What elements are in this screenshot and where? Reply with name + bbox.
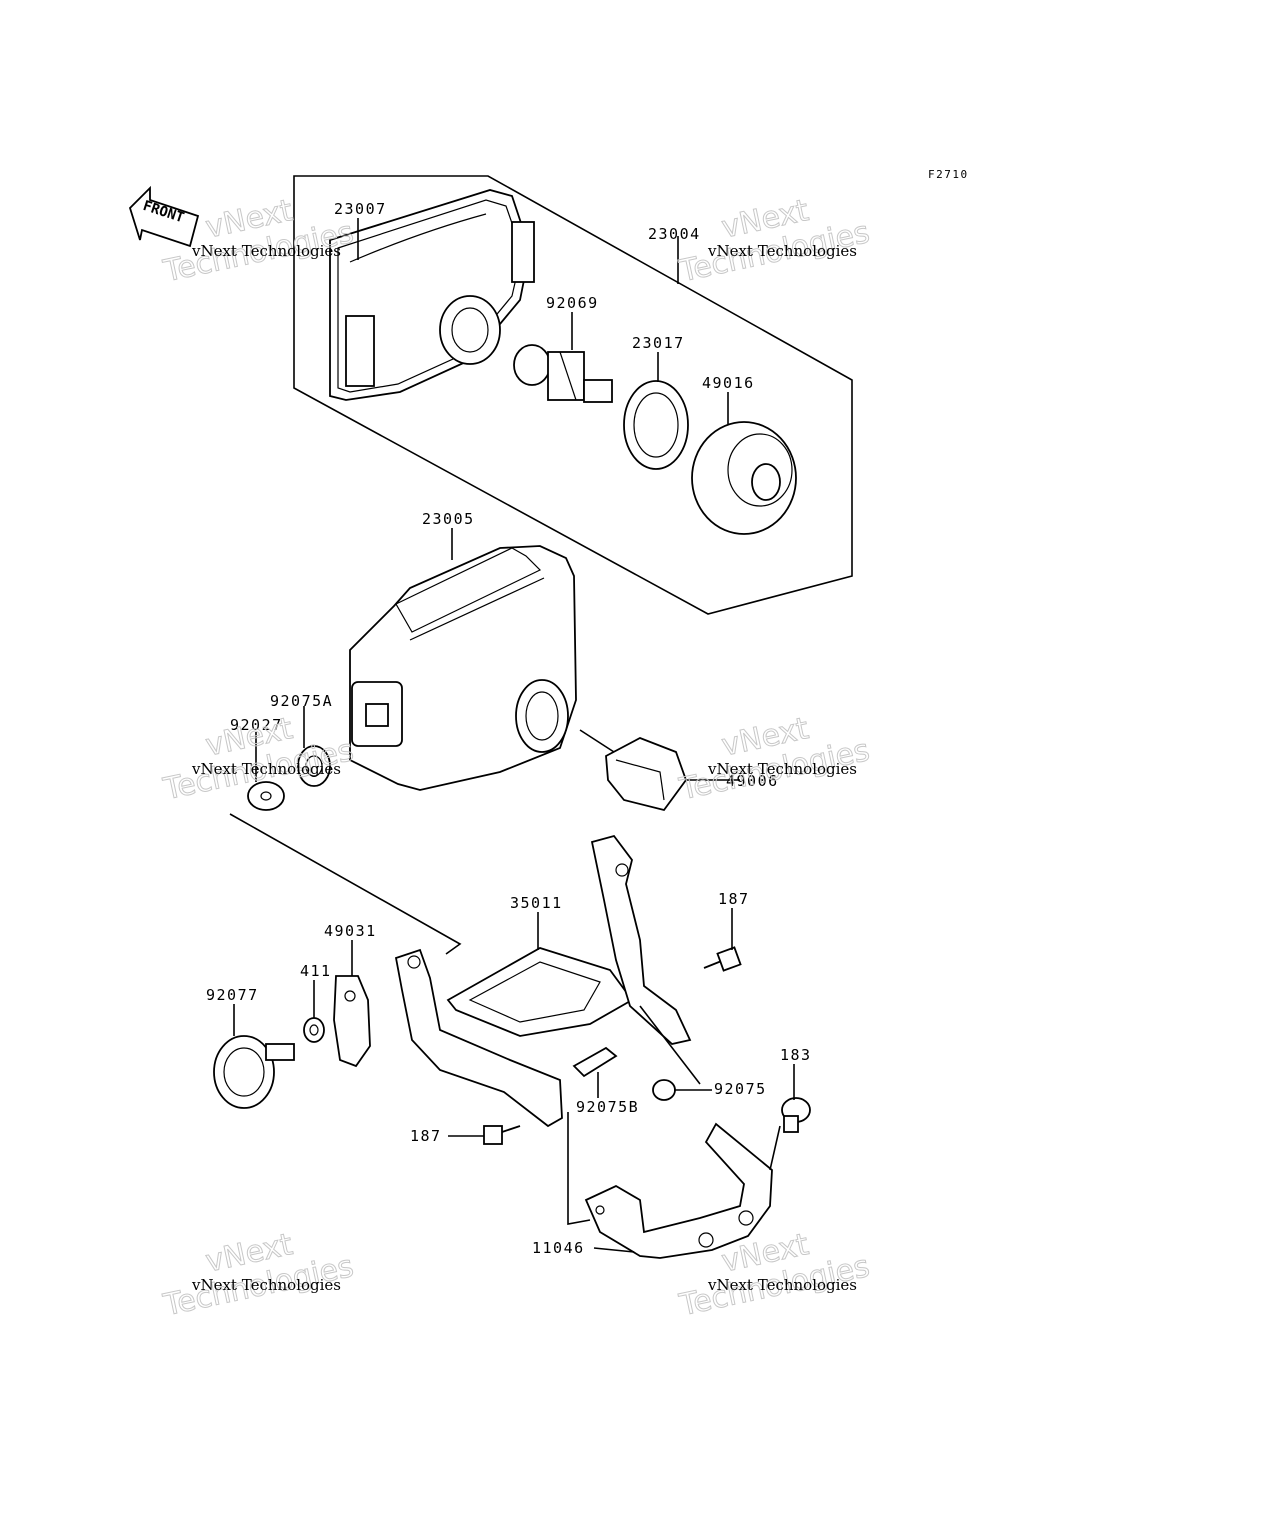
grommet-92075a xyxy=(297,745,331,787)
callout-23007: 23007 xyxy=(334,200,387,218)
callout-labels: 23007 23004 92069 23017 49016 23005 9207… xyxy=(206,200,812,1257)
headlight-assembly-outline xyxy=(293,175,853,615)
retaining-ring xyxy=(623,380,689,470)
callout-49006: 49006 xyxy=(726,772,779,790)
callout-49031: 49031 xyxy=(324,922,377,940)
svg-text:vNext Technologies: vNext Technologies xyxy=(191,242,341,260)
headlight-housing xyxy=(349,545,577,791)
callout-92075b: 92075B xyxy=(576,1098,639,1116)
callout-23005: 23005 xyxy=(422,510,475,528)
callout-411: 411 xyxy=(300,962,332,980)
callout-35011: 35011 xyxy=(510,894,563,912)
headlight-unit xyxy=(329,189,535,401)
callout-187-upper: 187 xyxy=(718,890,750,908)
figure-code: F2710 xyxy=(928,168,969,181)
bracket-35011 xyxy=(394,834,692,1128)
leader-lines xyxy=(229,218,795,1253)
callout-11046: 11046 xyxy=(532,1239,585,1257)
bolt-187-upper xyxy=(703,946,742,972)
callout-183: 183 xyxy=(780,1046,812,1064)
callout-49016: 49016 xyxy=(702,374,755,392)
knob-92077 xyxy=(213,1035,295,1109)
callout-92027: 92027 xyxy=(230,716,283,734)
front-arrow-icon: FRONT xyxy=(128,185,200,248)
cap-49006 xyxy=(605,737,688,812)
bulb xyxy=(513,344,613,403)
watermark-mid-right: vNext Technologies vNext Technologies xyxy=(675,711,873,808)
svg-text:vNext Technologies: vNext Technologies xyxy=(707,1276,857,1294)
bracket-11046 xyxy=(584,1122,773,1259)
callout-92075: 92075 xyxy=(714,1080,767,1098)
grommet-92075b xyxy=(572,1046,618,1078)
bolt-187-lower xyxy=(483,1125,521,1145)
rubber-boot xyxy=(691,421,797,535)
callout-23004: 23004 xyxy=(648,225,701,243)
washer-411 xyxy=(303,1017,325,1043)
plate-49031 xyxy=(333,975,371,1068)
callout-187-lower: 187 xyxy=(410,1127,442,1145)
svg-text:vNext Technologies: vNext Technologies xyxy=(707,760,857,778)
callout-23017: 23017 xyxy=(632,334,685,352)
svg-text:vNext Technologies: vNext Technologies xyxy=(191,1276,341,1294)
callout-92075a: 92075A xyxy=(270,692,333,710)
svg-text:vNext Technologies: vNext Technologies xyxy=(191,760,341,778)
callout-92077: 92077 xyxy=(206,986,259,1004)
washer-92027 xyxy=(247,781,285,811)
grommet-92075 xyxy=(652,1079,676,1101)
svg-text:vNext Technologies: vNext Technologies xyxy=(707,242,857,260)
bolt-183 xyxy=(781,1097,811,1133)
callout-92069: 92069 xyxy=(546,294,599,312)
watermark-bottom-left: vNext Technologies vNext Technologies xyxy=(159,1227,357,1324)
